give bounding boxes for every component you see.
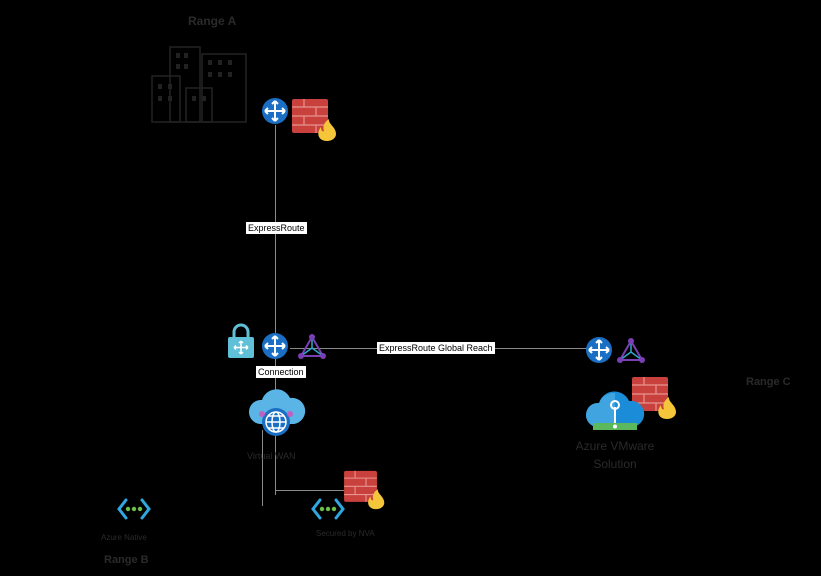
expressroute-line [275,125,276,495]
firewall-icon [632,377,676,419]
nva-branch-vertical [262,430,263,506]
nva-branch-horizontal [275,490,345,491]
avs-cloud-icon [585,391,645,430]
vnet-icon [117,498,151,520]
triangle-network-icon [298,334,326,359]
vnet-icon [311,498,345,520]
firewall-icon [292,99,336,141]
firewall-icon [344,470,385,510]
secured-by-nva-label: Secured by NVA [316,529,375,538]
range-b-label: Range B [104,554,149,566]
building-icon [151,46,247,123]
range-a-label: Range A [188,14,237,28]
range-c-label: Range C [746,376,791,388]
virtual-wan-label: Virtual WAN [247,451,296,461]
router-icon [262,98,288,124]
avs-label: Azure VMware Solution [550,437,680,473]
expressroute-label: ExpressRoute [246,222,307,234]
virtual-wan-icon [248,389,306,436]
router-icon [586,337,612,363]
vpn-gateway-lock-icon [228,323,254,358]
connection-label: Connection [256,366,306,378]
avs-label-line1: Azure VMware [575,439,655,453]
global-reach-label: ExpressRoute Global Reach [377,342,495,354]
azure-native-label: Azure Native [101,533,147,542]
triangle-network-icon [617,338,645,363]
avs-label-line2: Solution [593,457,637,471]
router-icon [262,333,288,359]
